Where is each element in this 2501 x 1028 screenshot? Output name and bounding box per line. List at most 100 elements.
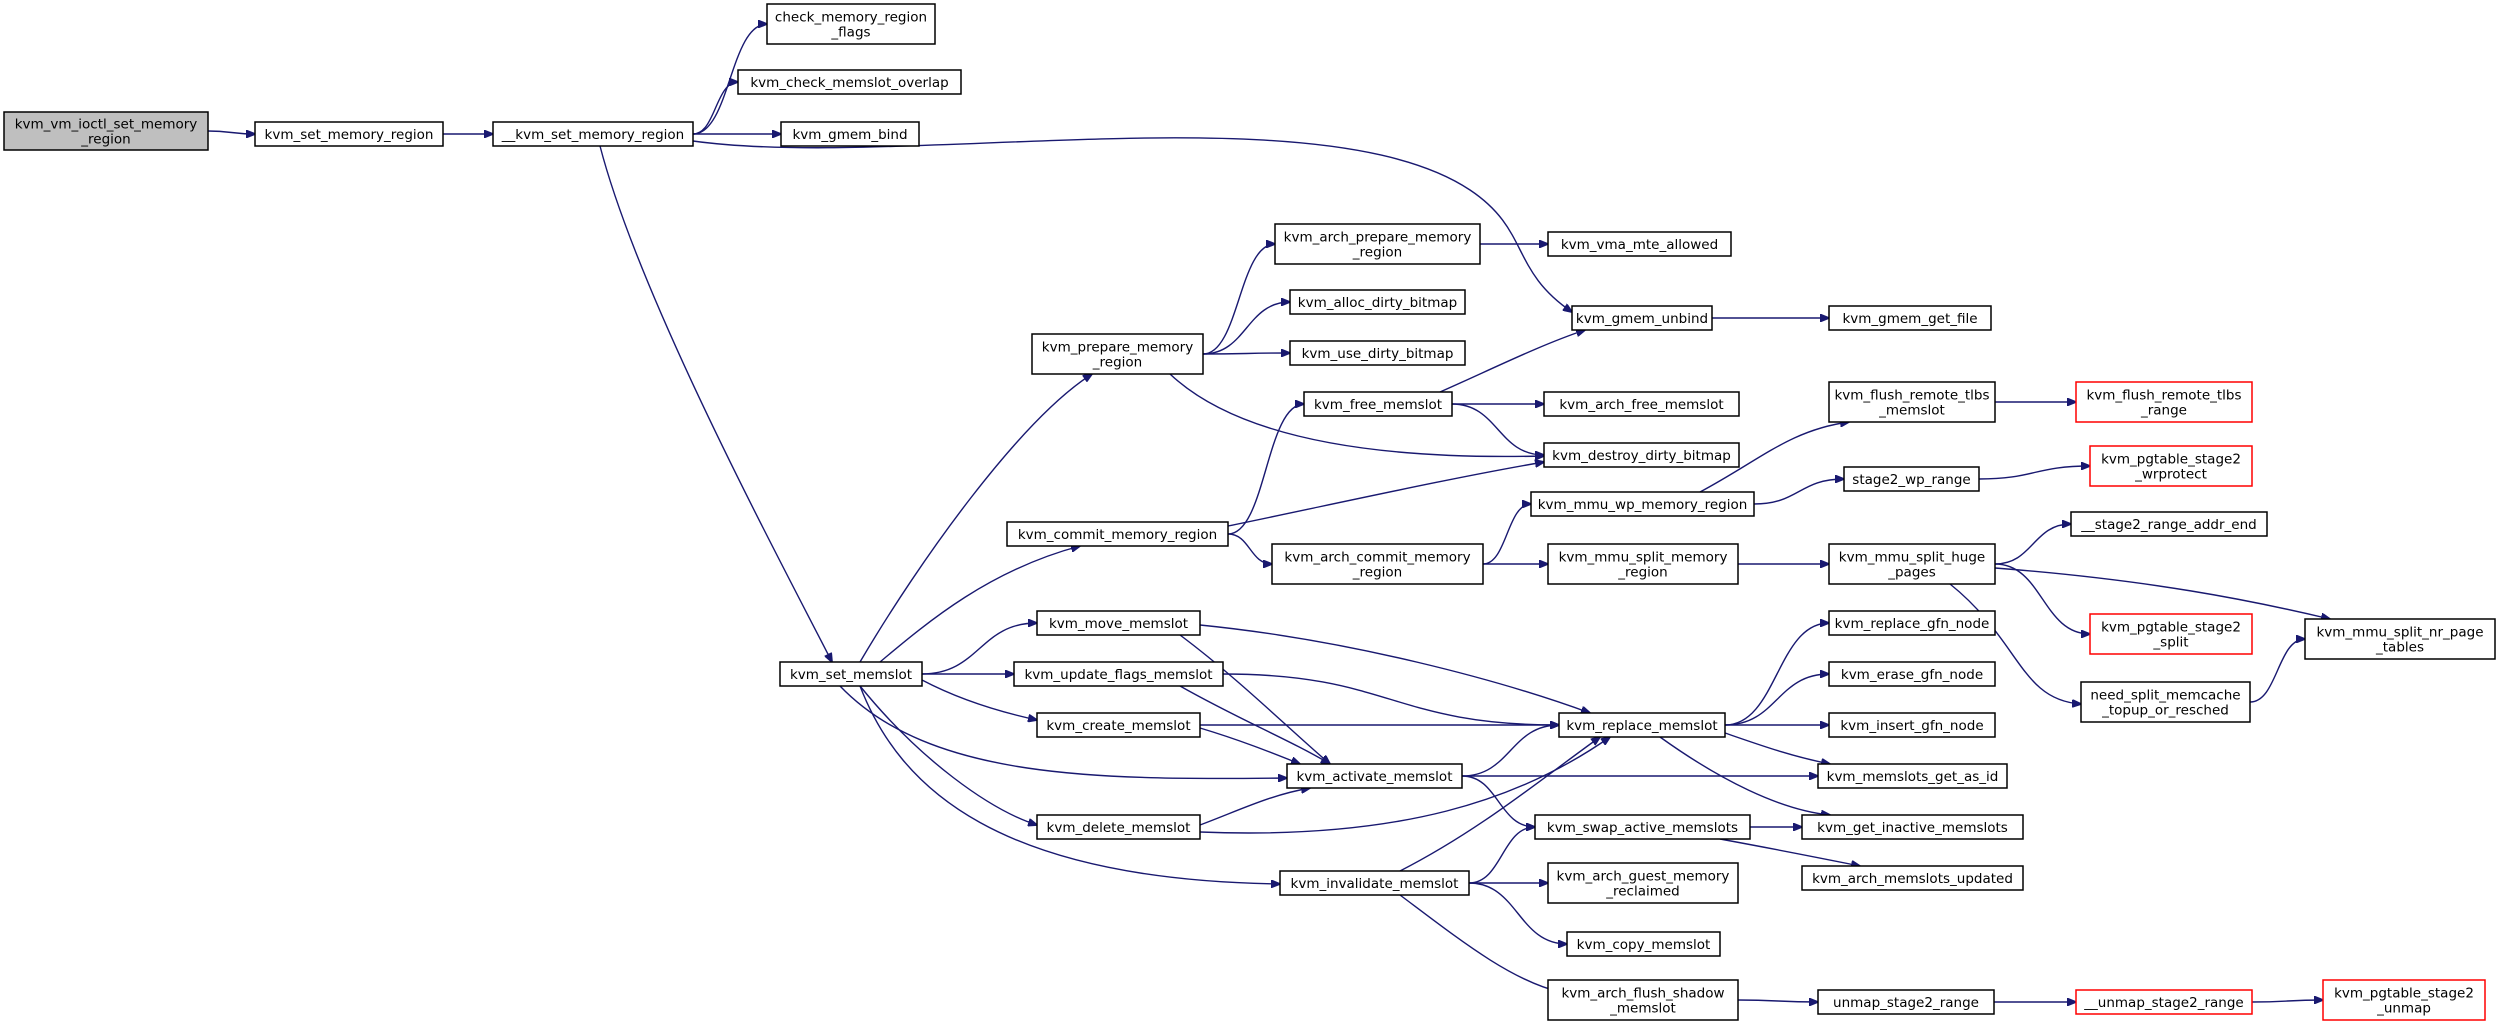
node-nr-page[interactable]: kvm_mmu_split_nr_page_tables [2304,618,2496,660]
node-prepare[interactable]: kvm_prepare_memory_region [1031,333,1204,375]
node-replace[interactable]: kvm_replace_memslot [1558,712,1726,738]
node-activate[interactable]: kvm_activate_memslot [1286,763,1463,789]
node-box[interactable] [1271,543,1484,585]
node-stage2-split[interactable]: kvm_pgtable_stage2_split [2089,613,2253,655]
node-alloc-dirty[interactable]: kvm_alloc_dirty_bitmap [1289,289,1466,315]
node-set-mem[interactable]: kvm_set_memory_region [254,121,444,147]
node-box[interactable] [1530,491,1755,517]
node-create[interactable]: kvm_create_memslot [1036,712,1201,738]
node-box[interactable] [1547,231,1732,257]
node-split-huge[interactable]: kvm_mmu_split_huge_pages [1828,543,1996,585]
node-swap[interactable]: kvm_swap_active_memslots [1534,814,1751,840]
node-destroy-dirty[interactable]: kvm_destroy_dirty_bitmap [1543,442,1740,468]
node-check-flags[interactable]: check_memory_region_flags [766,3,936,45]
node-arch-prepare[interactable]: kvm_arch_prepare_memory_region [1274,223,1481,265]
node-box[interactable] [1289,340,1466,366]
node-unmap-range[interactable]: __unmap_stage2_range [2075,989,2253,1015]
node-arch-commit[interactable]: kvm_arch_commit_memory_region [1271,543,1484,585]
node-box[interactable] [1036,610,1201,636]
node-wrprotect[interactable]: kvm_pgtable_stage2_wrprotect [2089,445,2253,487]
node-box[interactable] [1036,814,1201,840]
node-free-memslot[interactable]: kvm_free_memslot [1303,391,1453,417]
node-box[interactable] [1303,391,1453,417]
node-box[interactable] [1801,814,2024,840]
node-box[interactable] [2070,511,2268,537]
node-box[interactable] [1543,391,1740,417]
node-overlap[interactable]: kvm_check_memslot_overlap [737,69,962,95]
node-box[interactable] [1828,381,1996,423]
node-box[interactable] [2304,618,2496,660]
node-box[interactable] [1828,305,1992,331]
node-mte[interactable]: kvm_vma_mte_allowed [1547,231,1732,257]
node-box[interactable] [1817,763,2008,789]
node-gmem-get-file[interactable]: kvm_gmem_get_file [1828,305,1992,331]
node-addr-end[interactable]: __stage2_range_addr_end [2070,511,2268,537]
node-box[interactable] [1274,223,1481,265]
node-arch-updated[interactable]: kvm_arch_memslots_updated [1801,865,2024,891]
node-flush-tlbs[interactable]: kvm_flush_remote_tlbs_memslot [1828,381,1996,423]
node-wp-region[interactable]: kvm_mmu_wp_memory_region [1530,491,1755,517]
node-box[interactable] [1571,305,1713,331]
node-gmem-unbind[interactable]: kvm_gmem_unbind [1571,305,1713,331]
node-box[interactable] [780,121,920,147]
node-box[interactable] [1547,979,1739,1021]
node-box[interactable] [3,111,209,151]
node-box[interactable] [1817,989,1995,1015]
node-arch-free[interactable]: kvm_arch_free_memslot [1543,391,1740,417]
node-gmem-bind[interactable]: kvm_gmem_bind [780,121,920,147]
node-box[interactable] [1534,814,1751,840]
node-box[interactable] [1828,712,1996,738]
node-get-as-id[interactable]: kvm_memslots_get_as_id [1817,763,2008,789]
node-box[interactable] [254,121,444,147]
node-box[interactable] [1543,442,1740,468]
node-box[interactable] [1013,661,1224,687]
node-use-dirty[interactable]: kvm_use_dirty_bitmap [1289,340,1466,366]
node-box[interactable] [1801,865,2024,891]
node-box[interactable] [1828,661,1996,687]
node-box[interactable] [1279,870,1470,896]
node-box[interactable] [1843,466,1980,492]
node-box[interactable] [2322,979,2486,1021]
node-box[interactable] [1031,333,1204,375]
node-pgtable-unmap[interactable]: kvm_pgtable_stage2_unmap [2322,979,2486,1021]
node-commit[interactable]: kvm_commit_memory_region [1006,521,1229,547]
node-flush-tlbs-range[interactable]: kvm_flush_remote_tlbs_range [2075,381,2253,423]
node-box[interactable] [1828,543,1996,585]
node-move[interactable]: kvm_move_memslot [1036,610,1201,636]
node-box[interactable] [2080,681,2251,723]
node-box[interactable] [766,3,936,45]
node-box[interactable] [2075,989,2253,1015]
node-set-memslot[interactable]: kvm_set_memslot [779,661,923,687]
node-box[interactable] [2089,445,2253,487]
node-box[interactable] [1036,712,1201,738]
node-flush-shadow[interactable]: kvm_arch_flush_shadow_memslot [1547,979,1739,1021]
node-box[interactable] [779,661,923,687]
node-box[interactable] [1547,862,1739,904]
node-reclaimed[interactable]: kvm_arch_guest_memory_reclaimed [1547,862,1739,904]
node-unmap-range[interactable]: unmap_stage2_range [1817,989,1995,1015]
node-set-mem[interactable]: __kvm_set_memory_region [492,121,694,147]
node-box[interactable] [1006,521,1229,547]
node-wp-range[interactable]: stage2_wp_range [1843,466,1980,492]
node-box[interactable] [737,69,962,95]
node-split-region[interactable]: kvm_mmu_split_memory_region [1547,543,1739,585]
node-update-flags[interactable]: kvm_update_flags_memslot [1013,661,1224,687]
node-invalidate[interactable]: kvm_invalidate_memslot [1279,870,1470,896]
node-box[interactable] [2075,381,2253,423]
node-root[interactable]: kvm_vm_ioctl_set_memory_region [3,111,209,151]
node-erase-gfn[interactable]: kvm_erase_gfn_node [1828,661,1996,687]
node-delete[interactable]: kvm_delete_memslot [1036,814,1201,840]
node-get-inactive[interactable]: kvm_get_inactive_memslots [1801,814,2024,840]
node-copy[interactable]: kvm_copy_memslot [1566,931,1721,957]
node-box[interactable] [2089,613,2253,655]
node-insert-gfn[interactable]: kvm_insert_gfn_node [1828,712,1996,738]
node-box[interactable] [1289,289,1466,315]
node-box[interactable] [1828,610,1996,636]
node-box[interactable] [1558,712,1726,738]
node-box[interactable] [1566,931,1721,957]
node-box[interactable] [1286,763,1463,789]
node-replace-gfn[interactable]: kvm_replace_gfn_node [1828,610,1996,636]
node-split-memcache[interactable]: need_split_memcache_topup_or_resched [2080,681,2251,723]
node-box[interactable] [492,121,694,147]
node-box[interactable] [1547,543,1739,585]
